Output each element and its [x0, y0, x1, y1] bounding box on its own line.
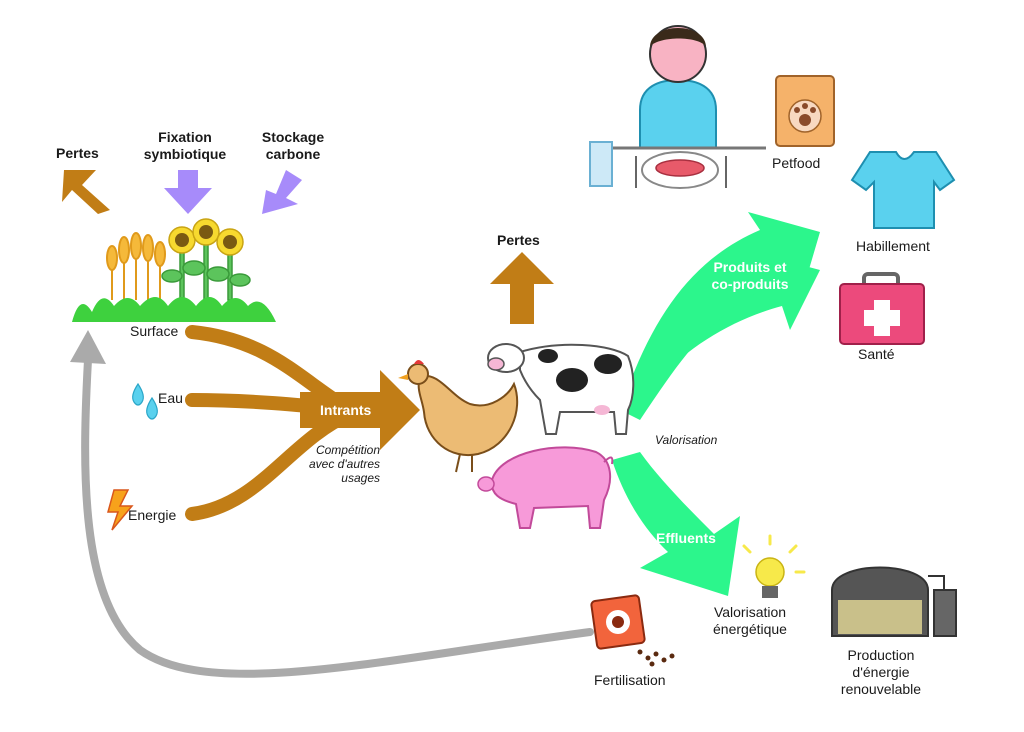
light-bulb-icon — [742, 534, 806, 598]
surface-label: Surface — [130, 323, 179, 339]
grass-strip — [72, 297, 276, 322]
pertes-arrow-animals — [490, 252, 554, 324]
fertiliser-bag-icon — [590, 594, 675, 667]
water-drops-icon — [132, 382, 158, 420]
stockage-label-line1: Stockage — [261, 129, 325, 145]
production-energie-label: Production d'énergie renouvelable — [826, 647, 936, 698]
produits-label-line2: co-produits — [711, 276, 789, 292]
intrants-label: Intrants — [320, 402, 372, 418]
sante-label: Santé — [858, 346, 895, 362]
person-at-table-illustration — [589, 25, 766, 189]
fertilisation-label: Fertilisation — [594, 672, 666, 688]
fertilisation-return-arrow — [70, 330, 594, 678]
production-energie-line3: renouvelable — [840, 681, 922, 697]
energy-bolt-icon — [107, 489, 134, 531]
produits-label: Produits et co-produits — [704, 259, 796, 293]
pig-illustration — [477, 446, 614, 529]
fixation-label-line1: Fixation — [158, 129, 212, 145]
pertes-arrow-top-left — [62, 170, 110, 214]
production-energie-line2: d'énergie — [852, 664, 910, 680]
biogas-digester-icon — [831, 566, 957, 637]
stockage-label: Stockage carbone — [250, 129, 336, 163]
valorisation-label: Valorisation — [655, 433, 718, 447]
effluents-green-arrow — [612, 452, 740, 596]
eau-label: Eau — [158, 390, 183, 406]
produits-green-arrow — [620, 212, 820, 420]
fixation-label: Fixation symbiotique — [140, 129, 230, 163]
produits-label-line1: Produits et — [713, 259, 787, 275]
crops-illustration — [106, 218, 251, 301]
competition-label-line1: Compétition — [315, 443, 380, 457]
intrants-arrow-head — [300, 370, 420, 450]
valorisation-energetique-label: Valorisation énergétique — [700, 604, 800, 638]
pertes-label-top: Pertes — [56, 145, 99, 161]
petfood-bag-icon — [775, 75, 835, 147]
competition-label-line3: usages — [341, 471, 380, 485]
valorisation-energetique-line1: Valorisation — [713, 604, 787, 620]
competition-label-line2: avec d'autres — [309, 457, 380, 471]
tshirt-icon — [850, 151, 956, 229]
petfood-label: Petfood — [772, 155, 821, 171]
stockage-label-line2: carbone — [265, 146, 321, 162]
fixation-label-line2: symbiotique — [143, 146, 227, 162]
pertes-label-animals: Pertes — [497, 232, 540, 248]
cow-illustration — [487, 343, 635, 435]
production-energie-line1: Production — [847, 647, 915, 663]
competition-label: Compétition avec d'autres usages — [282, 443, 380, 485]
fixation-arrow — [164, 170, 212, 214]
habillement-label: Habillement — [856, 238, 930, 254]
effluents-label: Effluents — [656, 530, 716, 546]
valorisation-energetique-line2: énergétique — [713, 621, 787, 637]
health-kit-icon — [839, 272, 925, 345]
hen-illustration — [398, 360, 519, 473]
stockage-arrow — [262, 170, 302, 214]
energie-label: Energie — [128, 507, 177, 523]
